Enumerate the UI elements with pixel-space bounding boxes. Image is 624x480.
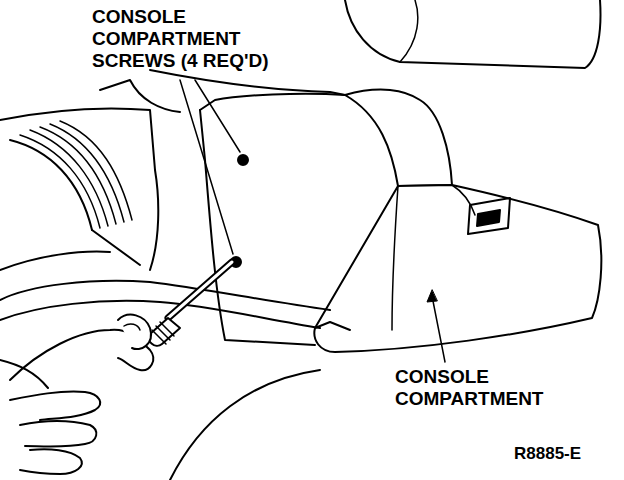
label-holder: CONSOLE COMPARTMENT SCREWS (4 REQ'D) [92, 6, 307, 72]
figure-number: R8885-E [514, 444, 618, 464]
label-holder: R8885-E [514, 444, 618, 464]
label-holder: CONSOLE COMPARTMENT [395, 366, 585, 410]
part-label: CONSOLE COMPARTMENT SCREWS (4 REQ'D) [92, 6, 307, 72]
part-label: CONSOLE COMPARTMENT [395, 366, 585, 410]
